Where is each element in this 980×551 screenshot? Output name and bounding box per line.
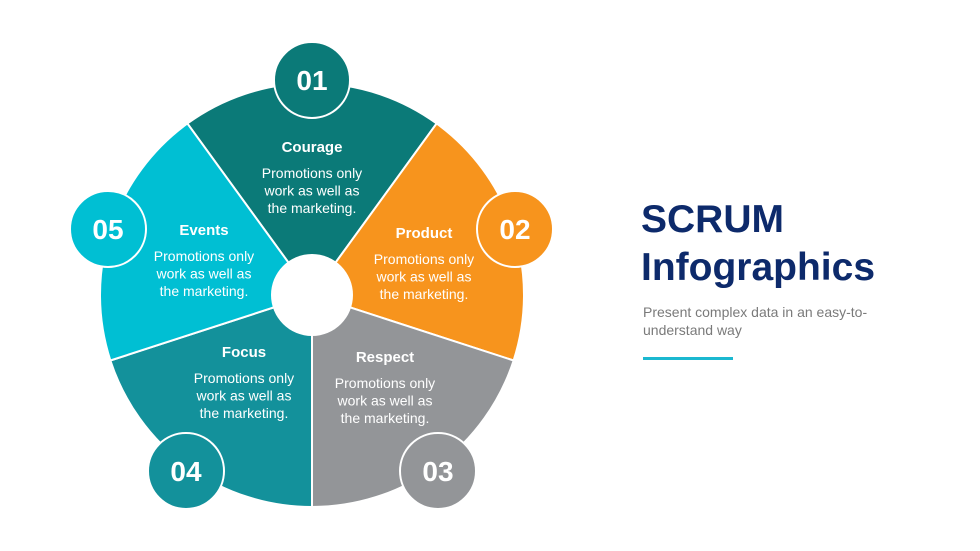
number-badge-circle	[69, 190, 147, 268]
segment-body-line: work as well as	[196, 388, 292, 404]
number-badge-label: 04	[170, 456, 202, 487]
number-badge-01: 01	[273, 41, 351, 119]
number-badge-label: 01	[296, 65, 327, 96]
title-line-2: Infographics	[641, 246, 876, 289]
segment-title: Product	[396, 225, 453, 242]
segment-body-line: Promotions only	[154, 248, 254, 264]
segment-title: Events	[179, 222, 228, 239]
segment-body-line: work as well as	[376, 269, 472, 285]
segment-body-line: work as well as	[156, 266, 252, 282]
number-badge-circle	[399, 432, 477, 510]
segment-body-line: work as well as	[264, 183, 360, 199]
segment-body-line: Promotions only	[194, 370, 294, 386]
title-line-1: SCRUM	[641, 198, 784, 241]
subtitle: Present complex data in an easy-to-under…	[643, 304, 868, 338]
center-hole	[271, 254, 353, 336]
segment-title: Focus	[222, 344, 266, 361]
segment-body-line: the marketing.	[268, 200, 357, 216]
segment-body-line: work as well as	[337, 393, 433, 409]
number-badge-04: 04	[147, 432, 225, 510]
number-badge-02: 02	[476, 190, 554, 268]
accent-divider	[643, 357, 733, 360]
segment-body-line: Promotions only	[262, 165, 362, 181]
segment-title: Respect	[356, 349, 414, 366]
number-badge-circle	[476, 190, 554, 268]
segment-body-line: the marketing.	[380, 286, 469, 302]
segment-body-line: Promotions only	[335, 375, 435, 391]
segment-body-line: the marketing.	[200, 405, 289, 421]
number-badge-circle	[147, 432, 225, 510]
number-badge-03: 03	[399, 432, 477, 510]
number-badge-circle	[273, 41, 351, 119]
number-badge-05: 05	[69, 190, 147, 268]
segment-title: Courage	[282, 139, 343, 156]
number-badge-label: 03	[422, 456, 453, 487]
number-badge-label: 05	[92, 214, 123, 245]
page-title: SCRUM Infographics	[641, 196, 875, 292]
number-badge-label: 02	[499, 214, 530, 245]
segment-body-line: the marketing.	[160, 283, 249, 299]
segment-body-line: the marketing.	[341, 410, 430, 426]
segment-body-line: Promotions only	[374, 251, 474, 267]
